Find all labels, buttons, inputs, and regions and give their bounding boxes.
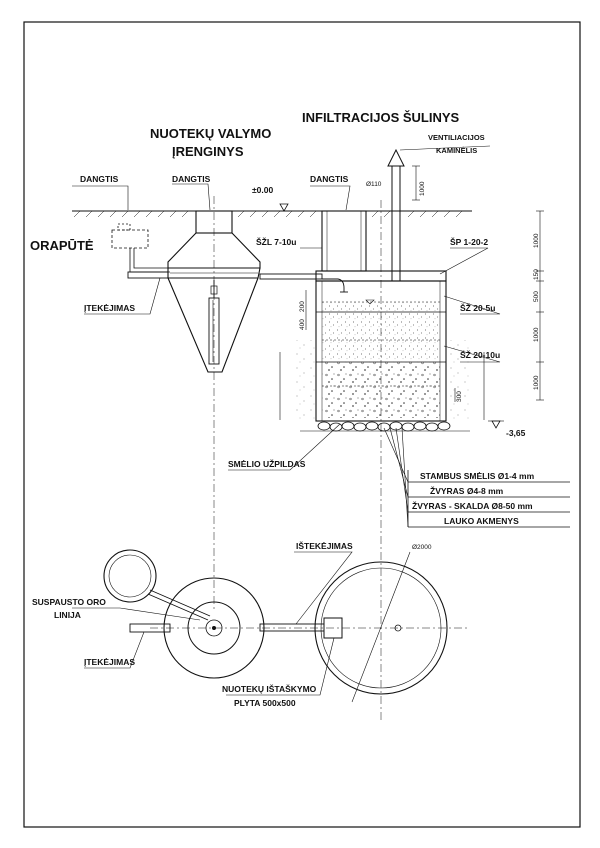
label-slab-sp: ŠP 1-20-2 xyxy=(450,236,488,247)
label-sand-backfill: SMĖLIO UŽPILDAS xyxy=(228,458,306,469)
label-air-line-2: LINIJA xyxy=(54,610,81,620)
label-splash-plate-1: NUOTEKŲ IŠTAŠKYMO xyxy=(222,683,317,694)
label-vent-diameter: Ø110 xyxy=(366,181,382,188)
dim-right-3: 500 xyxy=(533,291,540,302)
sheet-border xyxy=(23,21,581,828)
plan-view xyxy=(72,549,470,703)
label-ring-szl: ŠŽL 7-10u xyxy=(256,236,296,247)
label-lid-right: DANGTIS xyxy=(310,174,349,184)
legend-item-field-stones: LAUKO AKMENYS xyxy=(444,516,519,526)
label-inlet-section: ĮTEKĖJIMAS xyxy=(84,303,135,313)
label-vent-stack-line2: KAMINĖLIS xyxy=(436,146,477,155)
label-lid-middle: DANGTIS xyxy=(172,174,211,184)
field-stones xyxy=(300,421,470,432)
label-well-diameter: Ø2000 xyxy=(412,544,432,551)
blower-unit xyxy=(111,223,170,273)
label-lid-left: DANGTIS xyxy=(80,174,119,184)
legend-table xyxy=(383,427,570,528)
treatment-plant-section xyxy=(127,196,323,612)
blower-plan xyxy=(103,549,157,603)
dim-right-4: 1000 xyxy=(533,327,540,342)
legend-item-gravel: ŽVYRAS Ø4-8 mm xyxy=(430,485,504,496)
dim-right-5: 1000 xyxy=(533,375,540,390)
dim-right-1: 1000 xyxy=(533,233,540,248)
dim-right-2: 150 xyxy=(533,269,540,280)
label-air-line-1: SUSPAUSTO ORO xyxy=(32,597,106,607)
splash-plate xyxy=(323,617,343,639)
legend-item-coarse-sand: STAMBUS SMĖLIS Ø1-4 mm xyxy=(420,471,535,481)
dim-inner-400: 400 xyxy=(299,319,306,330)
label-inlet-plan: ĮTEKĖJIMAS xyxy=(84,657,135,667)
label-ring-sz-top: ŠŽ 20-5u xyxy=(460,302,495,313)
label-splash-plate-2: PLYTA 500x500 xyxy=(234,698,296,708)
label-ring-sz-bottom: ŠŽ 20-10u xyxy=(460,349,500,360)
label-outlet-plan: IŠTEKĖJIMAS xyxy=(296,540,353,551)
dim-inner-300: 300 xyxy=(456,391,463,402)
dim-inner-200: 200 xyxy=(299,301,306,312)
leader-lines xyxy=(72,145,501,471)
label-depth: -3,65 xyxy=(506,428,526,438)
title-treatment-plant-line1: NUOTEKŲ VALYMO xyxy=(150,126,271,141)
infiltration-well-plan xyxy=(314,561,448,695)
label-ground-level: ±0.00 xyxy=(252,185,273,195)
dim-vent-height: 1000 xyxy=(419,181,426,196)
title-treatment-plant-line2: ĮRENGINYS xyxy=(172,144,244,159)
infiltration-well-section xyxy=(279,148,485,720)
ground-line xyxy=(72,210,472,218)
section-view xyxy=(72,145,570,720)
label-blower: ORAPŪTĖ xyxy=(30,238,94,253)
legend-item-gravel-crushed: ŽVYRAS - SKALDA Ø8-50 mm xyxy=(412,500,533,511)
label-vent-stack-line1: VENTILIACIJOS xyxy=(428,133,485,142)
dimension-lines xyxy=(279,165,544,429)
title-infiltration-well: INFILTRACIJOS ŠULINYS xyxy=(302,110,460,125)
